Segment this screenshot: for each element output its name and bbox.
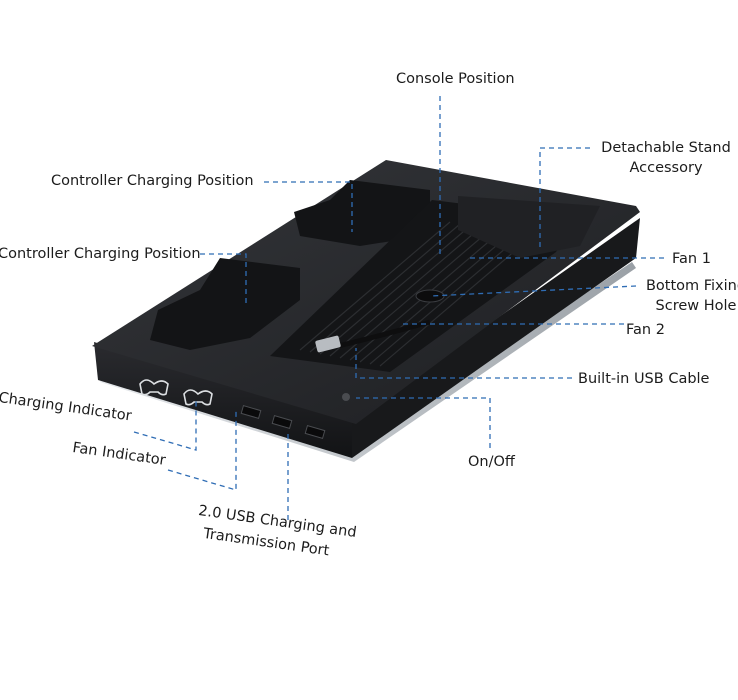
label-on-off: On/Off: [468, 454, 515, 470]
label-detachable-stand: Detachable Stand Accessory: [596, 138, 736, 179]
power-button: [342, 393, 350, 401]
label-bottom-fixing: Bottom Fixing Screw Hole: [640, 276, 738, 317]
label-builtin-usb: Built-in USB Cable: [578, 371, 710, 387]
label-controller-charging-1: Controller Charging Position: [51, 173, 254, 189]
controller-tray-2: [150, 258, 300, 350]
front-panel-icons: [139, 379, 213, 406]
stand-accessory: [458, 196, 600, 258]
label-bottom-fixing-line2: Screw Hole: [655, 298, 737, 315]
label-console-position: Console Position: [396, 71, 515, 87]
controller-tray-1: [294, 180, 430, 246]
label-bottom-fixing-line1: Bottom Fixing: [645, 278, 738, 294]
usb-plug: [315, 335, 341, 353]
screw-hole: [415, 289, 445, 303]
label-controller-charging-2: Controller Charging Position: [0, 246, 201, 262]
label-fan-1: Fan 1: [672, 251, 711, 267]
label-fan-2: Fan 2: [626, 322, 665, 338]
right-face: [352, 218, 640, 458]
usb-ports: [240, 405, 326, 439]
front-face: [94, 342, 352, 458]
label-detachable-stand-line1: Detachable Stand: [601, 140, 731, 156]
leader-lines: [133, 96, 664, 520]
label-detachable-stand-line2: Accessory: [629, 160, 703, 177]
